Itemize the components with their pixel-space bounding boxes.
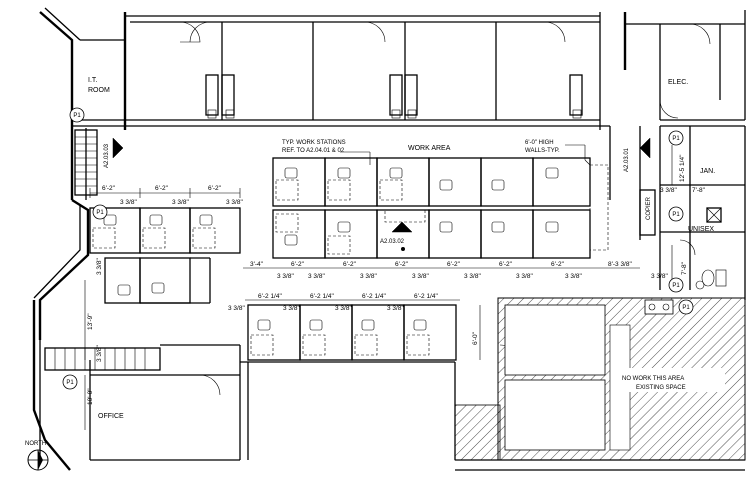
p1-tag: P1 [672, 212, 680, 218]
dim-left-vertical-2: 3 3/8" [96, 345, 103, 362]
dim-center-gap-1: 3 3/8" [277, 273, 294, 280]
p1-tag: P1 [672, 136, 680, 142]
dim-right-33: 3 3/8" [660, 187, 677, 194]
dim-center-gap-7: 3 3/8" [565, 273, 582, 280]
dim-center-1: 6'-2" [291, 261, 305, 268]
p1-tag: P1 [96, 210, 104, 216]
room-label-work-area: WORK AREA [408, 145, 451, 152]
dim-center-gap-6: 3 3/8" [516, 273, 533, 280]
section-markers [112, 137, 651, 251]
dimension-lines [84, 145, 673, 430]
workstations [89, 157, 727, 361]
dim-lower-4: 6'-2 1/4" [414, 293, 438, 300]
room-label-it-2: ROOM [88, 87, 110, 94]
p1-tag: P1 [672, 283, 680, 289]
room-labels: I.T. ROOM ELEC. JAN. UNISEX OFFICE WORK … [88, 77, 715, 420]
dim-lower-3: 6'-2 1/4" [362, 293, 386, 300]
section-refs: A2.03.03 A2.03.01 A2.03.02 [104, 143, 630, 245]
dim-lower-gap-3: 3 3/8" [335, 305, 352, 312]
dim-lower-2: 6'-2 1/4" [310, 293, 334, 300]
dim-center-4: 6'-2" [447, 261, 461, 268]
north-label: NORTH [25, 441, 46, 447]
dim-left-top-3: 6'-2" [208, 185, 222, 192]
dim-lower-gap-2: 3 3/8" [283, 305, 300, 312]
room-label-office: OFFICE [98, 413, 124, 420]
section-ref-center: A2.03.02 [380, 239, 405, 245]
dim-center-gap-5: 3 3/8" [464, 273, 481, 280]
dim-center-6: 6'-2" [551, 261, 565, 268]
dim-lower-1: 6'-2 1/4" [258, 293, 282, 300]
section-ref-left: A2.03.03 [104, 143, 110, 168]
dim-left-gap-1: 3 3/8" [120, 199, 137, 206]
north-arrow [27, 449, 49, 471]
dim-center-2: 6'-2" [343, 261, 357, 268]
dim-left-gap-2: 3 3/8" [172, 199, 189, 206]
dim-left-vertical: 13'-9" [87, 313, 94, 330]
walls [32, 7, 746, 471]
note-no-work-1: NO WORK THIS AREA [622, 376, 684, 382]
dim-right-12: 12'-5 1/4" [679, 154, 686, 182]
dim-lower-gap-4: 3 3/8" [387, 305, 404, 312]
dim-left-top-1: 6'-2" [102, 185, 116, 192]
note-high-walls-2: WALLS-TYP. [525, 148, 560, 154]
dim-lower-gap-1: 3 3/8" [228, 305, 245, 312]
p1-tag: P1 [73, 113, 81, 119]
p1-tag: P1 [66, 380, 74, 386]
p1-tags: P1 P1 P1 P1 P1 P1 P1 [62, 107, 694, 390]
dim-right-78b: 7'-8" [681, 261, 688, 275]
dim-right-78: 7'-8" [692, 187, 706, 194]
room-label-elec: ELEC. [668, 79, 688, 86]
room-label-it-1: I.T. [88, 77, 97, 84]
section-ref-right: A2.03.01 [624, 147, 630, 172]
notes: TYP. WORK STATIONS REF. TO A2.04.01 & 02… [25, 140, 686, 447]
note-high-walls-1: 6'-0" HIGH [525, 140, 554, 146]
room-label-jan: JAN. [700, 168, 715, 175]
dim-right-33b: 3 3/8" [651, 273, 668, 280]
p1-tag: P1 [682, 305, 690, 311]
dim-center-5: 6'-2" [499, 261, 513, 268]
room-label-copier: COPIER [646, 196, 652, 220]
dim-left-gap-3: 3 3/8" [226, 199, 243, 206]
existing-space-hatch [454, 297, 746, 461]
dim-center-3: 6'-2" [395, 261, 409, 268]
note-workstations-2: REF. TO A2.04.01 & 02 [282, 148, 345, 154]
dim-left-top-2: 6'-2" [155, 185, 169, 192]
dim-office-vertical: 10'-0" [87, 388, 94, 405]
dim-center-last: 8'-3 3/8" [608, 261, 632, 268]
dim-center-gap-3: 3 3/8" [360, 273, 377, 280]
dim-center-first: 3'-4" [250, 261, 264, 268]
note-no-work-2: EXISTING SPACE [636, 385, 686, 391]
dimension-labels: 6'-2" 6'-2" 6'-2" 3 3/8" 3 3/8" 3 3/8" 3… [87, 154, 706, 405]
room-label-unisex: UNISEX [688, 226, 714, 233]
leaders [340, 144, 591, 166]
dim-center-gap-4: 3 3/8" [412, 273, 429, 280]
note-workstations-1: TYP. WORK STATIONS [282, 140, 346, 146]
dim-lower-vertical: 6'-0" [472, 331, 479, 345]
dim-center-gap-2: 3 3/8" [308, 273, 325, 280]
dim-left-side: 3 3/8" [96, 258, 103, 275]
